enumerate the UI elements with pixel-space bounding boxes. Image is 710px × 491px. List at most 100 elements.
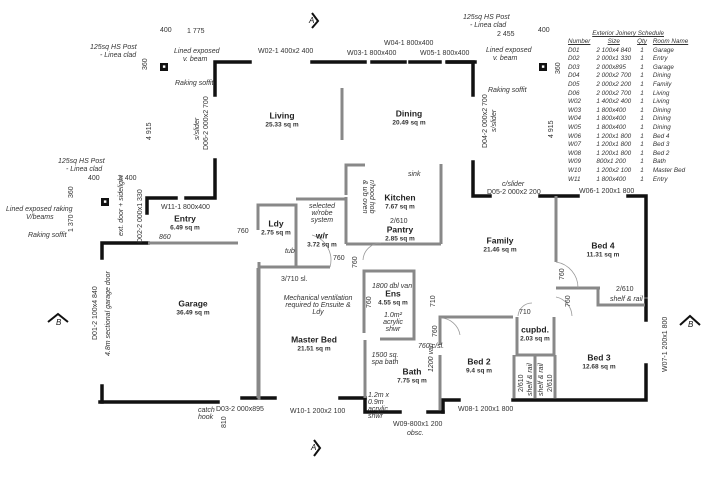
room-area: 2.03 sq m (520, 335, 550, 343)
van-1200: 1200 van (428, 343, 435, 372)
schedule-cell: 1 (640, 46, 644, 54)
room-name: Garage (178, 298, 208, 309)
schedule-cell: W11 (568, 175, 581, 183)
schedule-cell: D06 (568, 89, 580, 97)
schedule-cell: 1 800x400 (596, 175, 626, 183)
catch-hook: catch hook (198, 407, 215, 421)
lined-beam-right-1: Lined exposed (486, 47, 532, 54)
schedule-cell: 1 (640, 175, 644, 183)
schedule-cell: W08 (568, 149, 581, 157)
wall-bed2-bottom (441, 398, 461, 414)
room-area: 2.85 sq m (385, 235, 415, 243)
schedule-cell: 800x1 200 (596, 158, 626, 166)
post-label-2: - Linea clad (100, 52, 137, 59)
schedule-cell: 1 (640, 166, 644, 174)
schedule-header: Room Name (652, 38, 689, 45)
wall-ens (362, 269, 416, 341)
room-area: 21.51 sq m (297, 345, 331, 353)
label-w10: W10-1 200x2 100 (290, 408, 346, 415)
room-name: Kitchen (384, 192, 416, 203)
dim-400-left: 400 (160, 27, 172, 34)
schedule-cell: 1 (640, 158, 644, 166)
dim-710-ens: 710 (430, 295, 437, 307)
room-area: 25.33 sq m (265, 121, 299, 129)
label-w03: W03-1 800x400 (347, 50, 397, 57)
dim-360-right: 360 (555, 62, 562, 74)
schedule-cell: W05 (568, 123, 581, 131)
wall-entry-top (145, 196, 178, 215)
mech-vent-note: Mechanical ventilation required to Ensui… (283, 295, 353, 316)
label-d05: D05-2 000x2 200 (487, 189, 541, 196)
label-w11: W11-1 800x400 (161, 204, 210, 211)
wall-bed2-top (438, 315, 513, 345)
schedule-cell: 1 200x1 800 (596, 141, 632, 149)
wardrobe-bed3: 2/610 (547, 374, 554, 392)
schedule-cell: D04 (568, 72, 580, 80)
dim-760-wr: 760 (333, 255, 345, 262)
schedule-cell: W02 (568, 98, 581, 106)
room-area: 6.49 sq m (170, 224, 200, 232)
schedule-cell: 1 (640, 141, 644, 149)
schedule-cell: W10 (568, 166, 581, 174)
schedule-cell: 1 800x400 (596, 123, 626, 131)
door-arc-bed2 (439, 317, 461, 336)
schedule-cell: 1 (640, 63, 644, 71)
schedule-cell: D05 (568, 80, 580, 88)
lined-raking-2: V/beams (26, 214, 54, 221)
room-area: 11.31 sq m (586, 251, 620, 259)
dim-400-entry: 400 (88, 175, 100, 182)
section-b-left-label: B (56, 318, 62, 327)
schedule-cell: Entry (652, 55, 668, 63)
section-markers (47, 12, 701, 457)
room-name: Family (486, 235, 514, 246)
wall-ldy (256, 203, 298, 268)
schedule-cell: 1 800x400 (596, 115, 626, 123)
schedule-cell: D03 (568, 63, 580, 71)
wall-bed3-right-bottom (511, 363, 648, 402)
schedule-cell: 1 800x400 (596, 106, 626, 114)
schedule-cell: 1 (640, 80, 644, 88)
label-w04: W04-1 800x400 (384, 40, 434, 47)
room-name: Entry (174, 213, 196, 224)
label-d02: D02-2 000x1 330 (137, 189, 144, 243)
schedule-cell: Bed 2 (652, 149, 670, 157)
label-d05-note: c/slider (502, 181, 525, 188)
schedule-cell: 1 (640, 132, 644, 140)
schedule-cell: 2 100x4 840 (596, 46, 632, 54)
bath-shower: 1.2m x 0.9m acrylic shwr (368, 392, 390, 420)
rhood-label: r/hood hob & u/b oven (361, 180, 375, 214)
schedule-cell: 1 200x2 100 (596, 166, 632, 174)
dim-1370: 1 370 (68, 214, 75, 232)
post-label-1: 125sq HS Post (90, 44, 137, 51)
wall-bath-left (363, 396, 402, 414)
room-name: w/r (315, 230, 329, 241)
section-arrow-b-left (47, 312, 69, 323)
schedule-cell: Bath (652, 158, 666, 166)
schedule-cell: 1 (640, 115, 644, 123)
wardrobe-bed4: 2/610 (616, 286, 634, 293)
schedule-cell: 2 000x2 700 (596, 89, 632, 97)
schedule-cell: Dining (652, 115, 671, 123)
room-area: 7.75 sq m (397, 377, 427, 385)
schedule-cell: 1 200x1 800 (596, 149, 632, 157)
shelf-rail-bed2: shelf & rail (527, 363, 534, 396)
post-icon-top-left: ■ (160, 63, 168, 71)
interior-walls (148, 88, 645, 410)
dim-760-bed4: 760 (559, 268, 566, 280)
post-label-entry-1: 125sq HS Post (58, 158, 105, 165)
dim-4915-left: 4 915 (146, 122, 153, 140)
schedule-header: Number (568, 38, 591, 45)
schedule-cell: 1 (640, 106, 644, 114)
raking-soffit-right: Raking soffit (488, 87, 527, 94)
